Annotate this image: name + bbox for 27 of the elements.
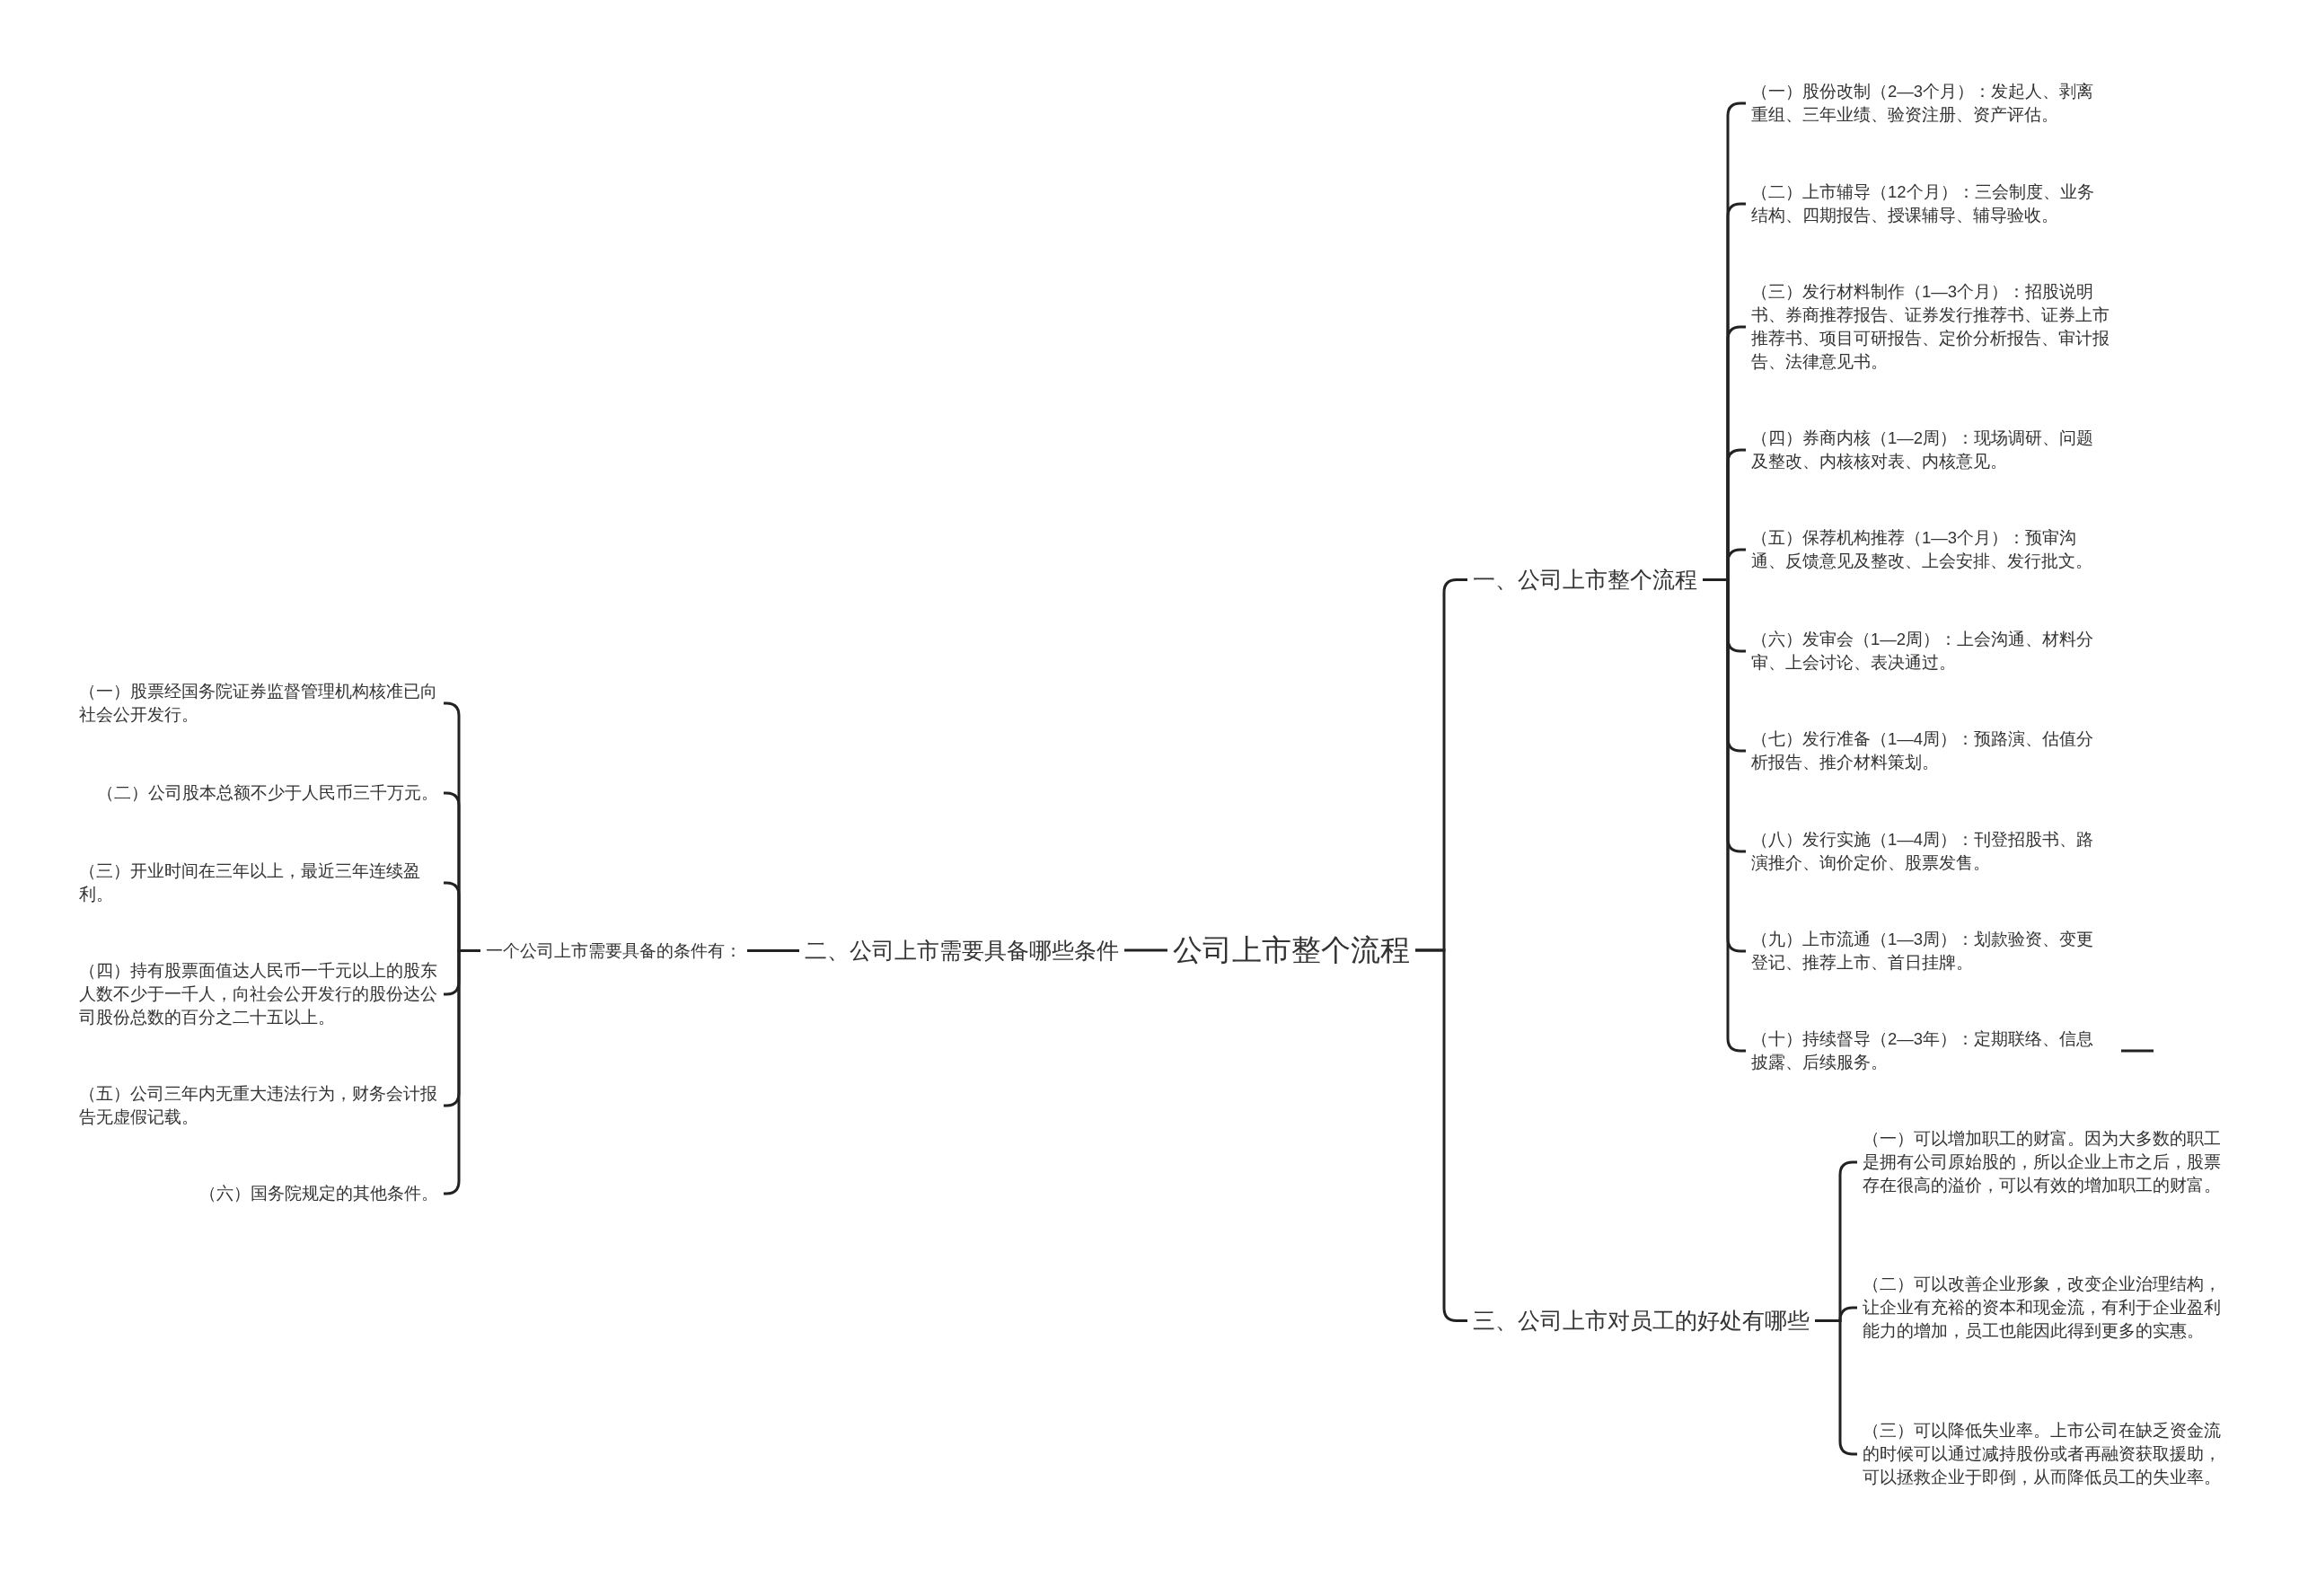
item-text: （六）发审会（1—2周）：上会沟通、材料分审、上会讨论、表决通过。 xyxy=(1746,628,2116,675)
item-text: （二）上市辅导（12个月）：三会制度、业务结构、四期报告、授课辅导、辅导验收。 xyxy=(1746,181,2116,227)
item-text: （五）公司三年内无重大违法行为，财务会计报告无虚假记载。 xyxy=(74,1082,444,1129)
connector-line xyxy=(1124,948,1167,952)
item-text: （二）可以改善企业形象，改变企业治理结构，让企业有充裕的资本和现金流，有利于企业盈利能力的增加，员工也能因此得到更多的实惠。 xyxy=(1857,1273,2227,1343)
item-text: （八）发行实施（1—4周）：刊登招股书、路演推介、询价定价、股票发售。 xyxy=(1746,828,2116,875)
item-text: （六）国务院规定的其他条件。 xyxy=(194,1182,444,1205)
connector-line xyxy=(747,949,799,952)
subtopic-text: 一个公司上市需要具备的条件有： xyxy=(480,938,747,963)
item-text: （四）持有股票面值达人民币一千元以上的股东人数不少于一千人，向社会公开发行的股份达公司股份总数的百分之二十五以上。 xyxy=(74,959,444,1029)
connector-line xyxy=(2121,1049,2154,1053)
item-text: （七）发行准备（1—4周）：预路演、估值分析报告、推介材料策划。 xyxy=(1746,727,2116,774)
item-text: （一）股份改制（2—3个月）：发起人、剥离重组、三年业绩、验资注册、资产评估。 xyxy=(1746,80,2116,127)
item-text: （四）券商内核（1—2周）：现场调研、问题及整改、内核核对表、内核意见。 xyxy=(1746,427,2116,473)
item-text: （一）可以增加职工的财富。因为大多数的职工是拥有公司原始股的，所以企业上市之后，股票存在很高的溢价，可以有效的增加职工的财富。 xyxy=(1857,1127,2227,1197)
item-text: （三）发行材料制作（1—3个月）：招股说明书、券商推荐报告、证券发行推荐书、证券上市推荐书、项目可研报告、定价分析报告、审计报告、法律意见书。 xyxy=(1746,280,2116,374)
item-text: （三）可以降低失业率。上市公司在缺乏资金流的时候可以通过减持股份或者再融资获取援助，可以拯救企业于即倒，从而降低员工的失业率。 xyxy=(1857,1419,2227,1489)
item-text: （五）保荐机构推荐（1—3个月）：预审沟通、反馈意见及整改、上会安排、发行批文。 xyxy=(1746,526,2116,573)
branch-topic: 二、公司上市需要具备哪些条件 xyxy=(799,934,1124,966)
branch-topic: 一、公司上市整个流程 xyxy=(1467,563,1703,595)
item-text: （二）公司股本总额不少于人民币三千万元。 xyxy=(92,781,444,805)
item-text: （十）持续督导（2—3年）：定期联络、信息披露、后续服务。 xyxy=(1746,1027,2116,1074)
item-text: （九）上市流通（1—3周）：划款验资、变更登记、推荐上市、首日挂牌。 xyxy=(1746,928,2116,974)
branch-topic: 三、公司上市对员工的好处有哪些 xyxy=(1467,1304,1815,1336)
root-topic: 公司上市整个流程 xyxy=(1167,930,1415,971)
item-text: （一）股票经国务院证券监督管理机构核准已向社会公开发行。 xyxy=(74,680,444,727)
item-text: （三）开业时间在三年以上，最近三年连续盈利。 xyxy=(74,860,444,906)
